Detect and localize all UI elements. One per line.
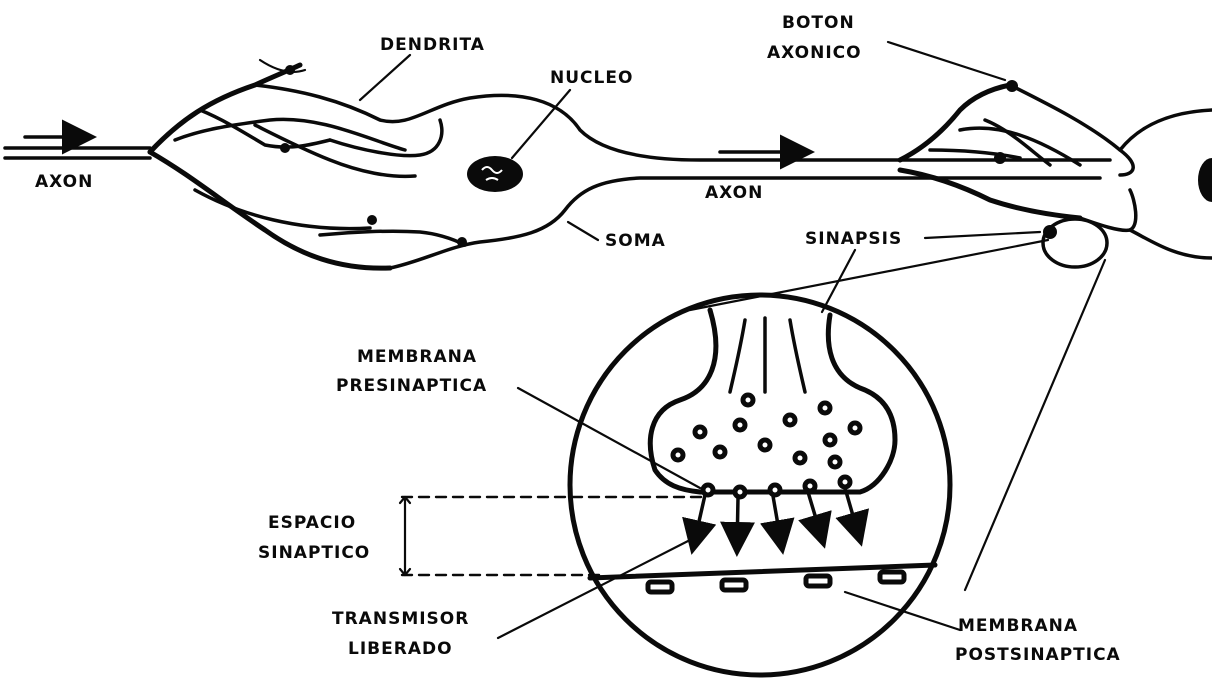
zoom-line-left (690, 240, 1048, 310)
label-boton-line1: BOTON (782, 13, 855, 33)
leader-dendrita (360, 55, 410, 100)
leader-sinapsis (925, 232, 1040, 238)
nucleus (467, 156, 523, 192)
leader-sinapsis-zoom (822, 250, 855, 312)
label-espacio-line2: SINAPTICO (258, 543, 370, 563)
synaptic-space-marker (400, 497, 705, 575)
label-sinapsis: SINAPSIS (805, 229, 902, 249)
label-membrana-pre-line2: PRESINAPTICA (336, 376, 487, 396)
synapse-magnified (570, 295, 950, 675)
leader-membrana-post (845, 592, 960, 630)
leader-boton (888, 42, 1005, 80)
neuron-2 (900, 80, 1212, 267)
incoming-axon (5, 60, 415, 268)
label-membrana-pre-line1: MEMBRANA (357, 347, 477, 367)
label-membrana-post-line1: MEMBRANA (958, 616, 1078, 636)
label-boton-line2: AXONICO (767, 43, 862, 63)
leader-soma (568, 222, 598, 240)
label-espacio-line1: ESPACIO (268, 513, 356, 533)
label-soma: SOMA (605, 231, 666, 251)
label-membrana-post-line2: POSTSINAPTICA (955, 645, 1121, 665)
label-nucleo: NUCLEO (550, 68, 633, 88)
label-dendrita: DENDRITA (380, 35, 485, 55)
zoom-line-right (965, 260, 1105, 590)
label-transmisor-line2: LIBERADO (348, 639, 453, 659)
label-axon-left: AXON (35, 172, 93, 192)
label-axon-mid: AXON (705, 183, 763, 203)
label-transmisor-line1: TRANSMISOR (332, 609, 469, 629)
